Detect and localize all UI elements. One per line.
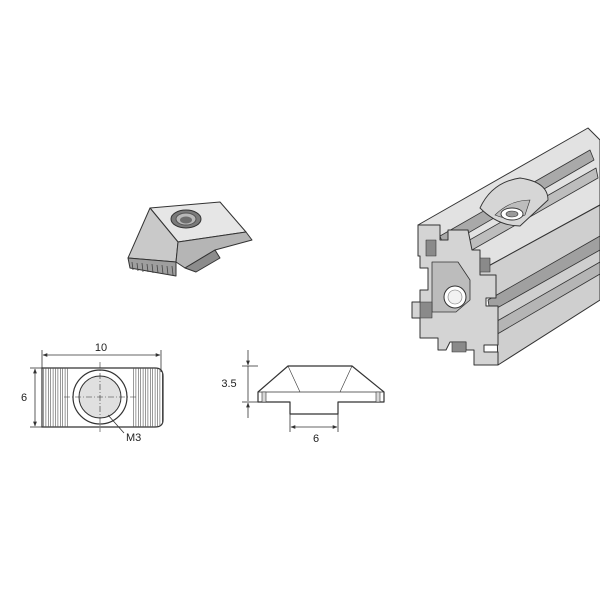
dimension-width-6: [289, 414, 339, 432]
dim-label-width-6: 6: [313, 433, 319, 445]
thread-label-m3: M3: [126, 432, 141, 444]
nut-serrations: [131, 261, 174, 276]
nut-in-slot: [479, 177, 549, 227]
aluminum-profile-3d: [411, 127, 600, 366]
dimension-height-3-5: [242, 350, 258, 418]
dimension-width-10: [41, 350, 162, 372]
dim-label-height-3-5: 3.5: [221, 378, 236, 390]
t-nut-top-view: [41, 362, 164, 432]
dim-label-height-6: 6: [21, 392, 27, 404]
leader-m3: [107, 414, 125, 434]
dimension-height-6: [30, 367, 42, 428]
t-nut-side-view: [257, 365, 385, 415]
nut-lower-lip: [184, 249, 221, 273]
t-nut-3d-view: [127, 201, 253, 277]
dim-label-width-10: 10: [95, 342, 107, 354]
